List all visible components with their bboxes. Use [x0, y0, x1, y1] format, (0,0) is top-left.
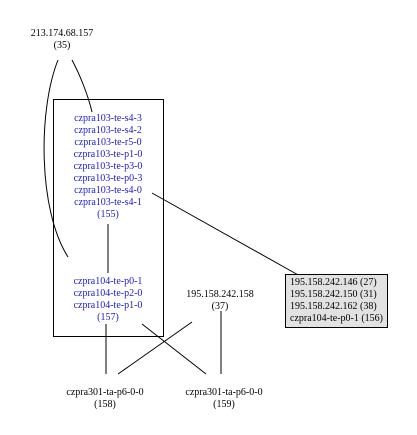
- router-group-czpra104: czpra104-te-p0-1 czpra104-te-p2-0 czpra1…: [53, 276, 163, 324]
- callout-line: 195.158.242.162 (38): [290, 301, 377, 312]
- router-label: czpra103-te-p1-0: [73, 149, 143, 160]
- router-label: czpra103-te-r5-0: [74, 137, 142, 148]
- node-count: (35): [53, 40, 71, 51]
- router-group-count: (157): [97, 312, 119, 323]
- router-label: czpra104-te-p2-0: [73, 288, 143, 299]
- callout-line: 195.158.242.150 (31): [290, 289, 377, 300]
- aggregated-node-callout: 195.158.242.146 (27) 195.158.242.150 (31…: [285, 274, 389, 328]
- router-label: czpra103-te-s4-0: [74, 185, 142, 196]
- router-label: czpra103-te-s4-1: [74, 197, 142, 208]
- node-name: czpra301-ta-p6-0-0: [185, 387, 263, 398]
- link-cluster2-to-bottom-right: [141, 323, 207, 375]
- node-czpra301-158: czpra301-ta-p6-0-0 (158): [45, 387, 165, 411]
- node-195-158-242-158: 195.158.242.158 (37): [170, 289, 270, 313]
- node-count: (159): [213, 399, 235, 410]
- node-count: (158): [94, 399, 116, 410]
- node-name: 213.174.68.157: [30, 28, 94, 39]
- cluster-box: [53, 99, 164, 337]
- router-label: czpra103-te-p0-3: [73, 173, 143, 184]
- link-mid-to-bottom-left: [117, 321, 193, 375]
- link-top-to-cluster1: [71, 59, 93, 113]
- link-cluster1-to-callout: [151, 192, 301, 277]
- router-label: czpra104-te-p1-0: [73, 300, 143, 311]
- router-group-czpra103: czpra103-te-s4-3 czpra103-te-s4-2 czpra1…: [53, 113, 163, 221]
- node-count: (37): [211, 301, 229, 312]
- callout-line: 195.158.242.146 (27): [290, 277, 377, 288]
- link-top-to-cluster2: [43, 59, 69, 258]
- callout-line: czpra104-te-p0-1 (156): [290, 313, 384, 324]
- node-213-174-68-157: 213.174.68.157 (35): [20, 28, 104, 52]
- router-label: czpra103-te-s4-2: [74, 125, 142, 136]
- router-label: czpra104-te-p0-1: [73, 276, 143, 287]
- node-czpra301-159: czpra301-ta-p6-0-0 (159): [164, 387, 284, 411]
- router-group-count: (155): [97, 209, 119, 220]
- router-label: czpra103-te-p3-0: [73, 161, 143, 172]
- node-name: czpra301-ta-p6-0-0: [66, 387, 144, 398]
- node-name: 195.158.242.158: [186, 289, 254, 300]
- router-label: czpra103-te-s4-3: [74, 113, 142, 124]
